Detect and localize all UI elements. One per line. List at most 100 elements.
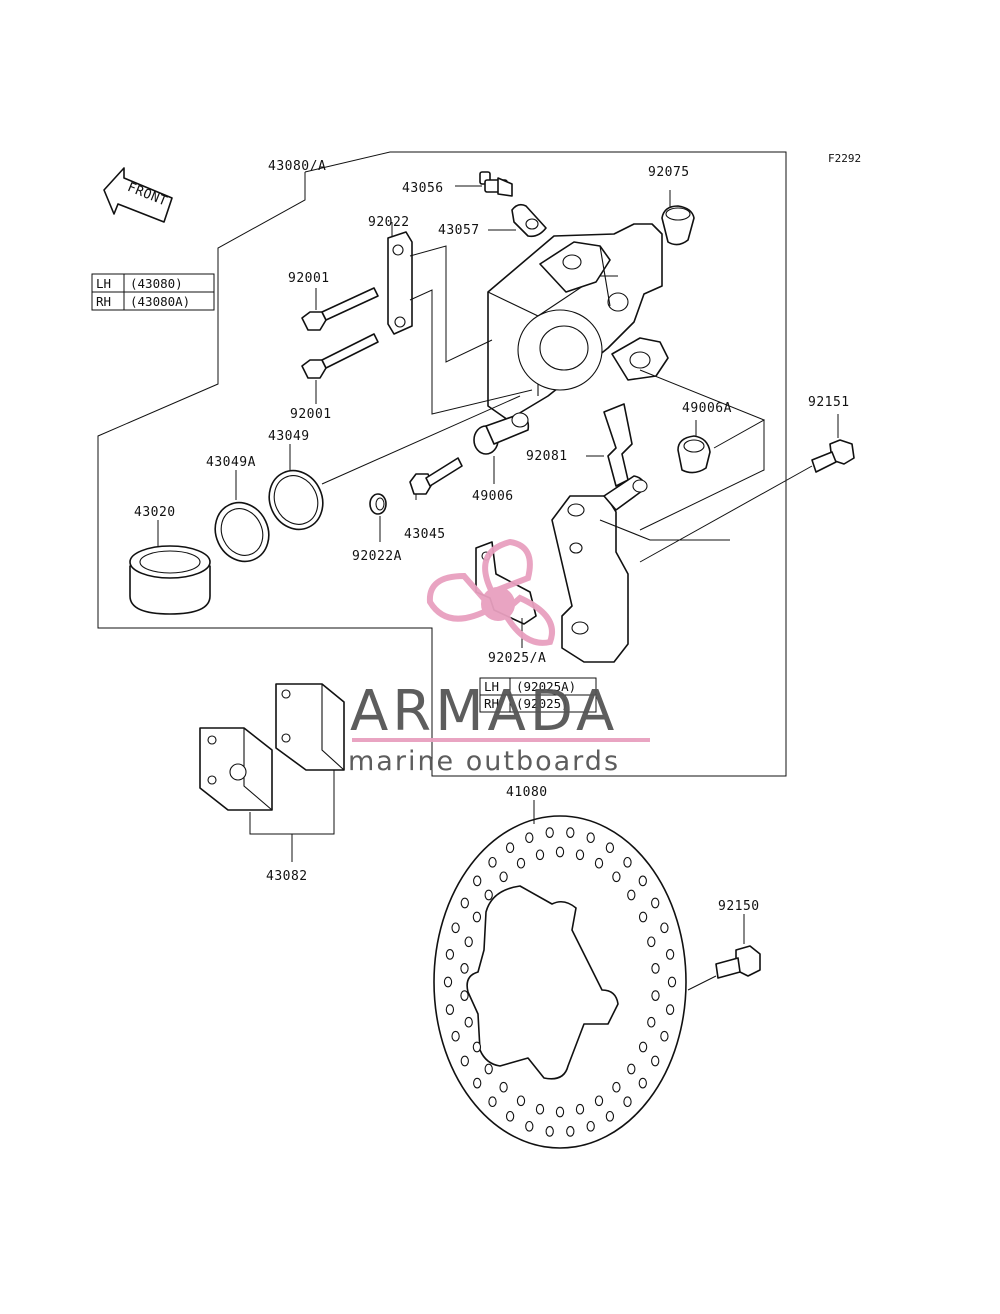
disc-hole: [499, 1081, 508, 1093]
axis-line-b: [409, 289, 533, 415]
piston: [129, 520, 211, 615]
disc-hole: [535, 849, 545, 861]
label-43049: 43049: [268, 429, 310, 444]
bleed-valve: [455, 171, 513, 197]
label-43080A: 43080/A: [268, 159, 326, 174]
axis-line-piston: [321, 395, 521, 485]
part-number-labels: 43080/A 43056 92075 92022 43057 92001 92…: [134, 159, 850, 914]
disc-hole: [484, 889, 493, 901]
caliper-bolt-upper: [301, 287, 379, 331]
label-41080: 41080: [506, 785, 548, 800]
brake-disc: [433, 800, 687, 1149]
label-43020: 43020: [134, 505, 176, 520]
disc-hole: [451, 1030, 460, 1042]
disc-hole: [660, 922, 669, 934]
disc-hole: [445, 1004, 455, 1015]
label-49006A: 49006A: [682, 401, 732, 416]
disc-hole: [484, 1063, 493, 1075]
propeller-logo-icon: [426, 538, 555, 646]
disc-hole: [451, 922, 460, 934]
disc-hole: [665, 949, 675, 960]
disc-hole: [525, 1120, 534, 1132]
disc-hole: [555, 846, 565, 858]
disc-hole: [605, 842, 615, 854]
disc-hole: [473, 875, 482, 887]
disc-hole: [473, 1077, 482, 1089]
circlip: [369, 493, 387, 542]
bracket-table-rh: RH: [484, 696, 499, 711]
axis-line-bracket: [639, 420, 765, 531]
disc-hole: [623, 856, 632, 868]
disc-hole: [566, 1126, 575, 1137]
disc-hole: [638, 875, 647, 887]
bracket-bolt: [639, 414, 855, 563]
disc-hole: [627, 1063, 636, 1075]
disc-hole: [505, 1110, 515, 1122]
caliper-table-rh: RH: [96, 294, 111, 309]
disc-hole: [555, 1106, 565, 1118]
label-92001-upper: 92001: [288, 271, 330, 286]
watermark-divider: [352, 738, 650, 742]
label-43049A: 43049A: [206, 455, 256, 470]
pin-sleeve: [473, 412, 530, 484]
disc-mounting-bolt: [687, 914, 761, 991]
disc-hole: [594, 857, 604, 869]
disc-hole: [505, 842, 515, 854]
label-92081: 92081: [526, 449, 568, 464]
disc-hole: [545, 1126, 554, 1137]
axis-line-a: [409, 245, 493, 363]
pad-retainer-spring: [586, 403, 633, 487]
watermark-tagline: marine outboards: [348, 746, 620, 777]
disc-hole: [460, 1055, 469, 1067]
figure-code: F2292: [828, 152, 861, 165]
disc-hole: [638, 911, 648, 923]
disc-hole: [651, 897, 660, 909]
disc-hole: [460, 963, 469, 974]
disc-hole: [667, 976, 677, 988]
piston-seal-ring: [268, 444, 324, 531]
side-table-bracket: LH (92025A) RH (92025): [479, 677, 597, 713]
bracket-table-rh-part: (92025): [516, 696, 569, 711]
disc-hole: [612, 871, 621, 883]
disc-hole: [612, 1081, 621, 1093]
disc-hole: [488, 1096, 497, 1108]
caliper-pin: [409, 457, 463, 500]
caliper-table-rh-part: (43080A): [130, 294, 190, 309]
label-92001-lower: 92001: [290, 407, 332, 422]
label-92151: 92151: [808, 395, 850, 410]
label-49006: 49006: [472, 489, 514, 504]
disc-vent-holes: [443, 827, 677, 1137]
disc-hole: [545, 827, 554, 838]
label-43045: 43045: [404, 527, 446, 542]
disc-hole: [594, 1095, 604, 1107]
disc-hole: [638, 1041, 648, 1053]
disc-hole: [651, 963, 660, 974]
disc-hole: [651, 990, 660, 1001]
disc-hole: [535, 1103, 545, 1115]
disc-hole: [627, 889, 636, 901]
caliper-assembly-outline: [97, 151, 787, 777]
label-92025A: 92025/A: [488, 651, 546, 666]
label-92022A: 92022A: [352, 549, 402, 564]
disc-hole: [647, 1016, 656, 1028]
disc-hole: [586, 832, 595, 844]
disc-hole: [623, 1096, 632, 1108]
armada-watermark: ARMADA marine outboards: [348, 538, 650, 777]
disc-hole: [566, 827, 575, 838]
caliper-table-lh-part: (43080): [130, 276, 183, 291]
disc-hole: [647, 936, 656, 948]
side-table-caliper: LH (43080) RH (43080A): [91, 273, 215, 311]
pin-boot-small: [677, 420, 711, 474]
disc-hole: [499, 871, 508, 883]
disc-hole: [586, 1120, 595, 1132]
disc-hole: [443, 976, 453, 988]
disc-hole: [638, 1077, 647, 1089]
disc-hole: [605, 1110, 615, 1122]
label-92150: 92150: [718, 899, 760, 914]
dust-seal-ring: [214, 470, 270, 563]
brake-pad-rear: [275, 683, 345, 771]
disc-hole: [525, 832, 534, 844]
disc-hole: [516, 1095, 526, 1107]
